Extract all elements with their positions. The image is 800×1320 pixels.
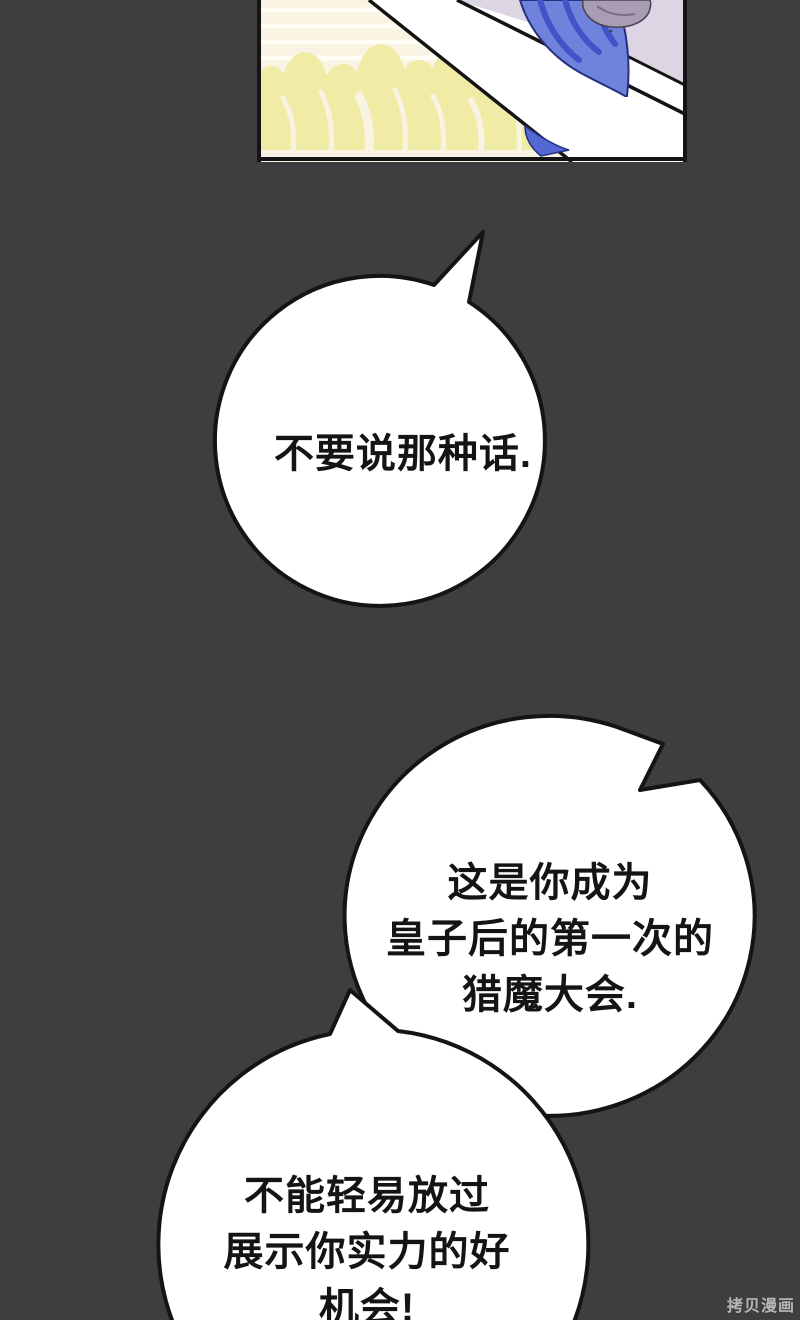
speech-bubble-3: [156, 988, 591, 1320]
bubble-3-text: 不能轻易放过 展示你实力的好 机会!: [167, 1168, 567, 1320]
panel-hair-speck: [609, 29, 613, 33]
panel-blue-fold: [524, 124, 570, 157]
dialogue-line: 展示你实力的好: [223, 1230, 511, 1274]
dialogue-line: 机会!: [318, 1286, 416, 1320]
dialogue-line: 这是你成为: [447, 861, 653, 905]
bubble-2-text: 这是你成为 皇子后的第一次的 猎魔大会.: [350, 855, 750, 1023]
dialogue-line: 不要说那种话.: [273, 432, 533, 476]
panel-border: [257, 0, 687, 162]
comic-panel-art: [251, 0, 688, 164]
dialogue-line: 不能轻易放过: [244, 1174, 490, 1218]
site-watermark: 拷贝漫画: [726, 1298, 795, 1315]
bubble-1-text: 不要说那种话.: [203, 426, 603, 482]
panel-sleeve-main: [369, 0, 687, 162]
panel-floor-strip: [257, 150, 687, 160]
comic-panel: [251, 0, 688, 164]
speech-bubble-1: [212, 230, 547, 608]
dialogue-line: 皇子后的第一次的: [386, 917, 714, 961]
panel-hair-shade: [596, 5, 636, 16]
dialogue-line: 猎魔大会.: [461, 973, 639, 1017]
